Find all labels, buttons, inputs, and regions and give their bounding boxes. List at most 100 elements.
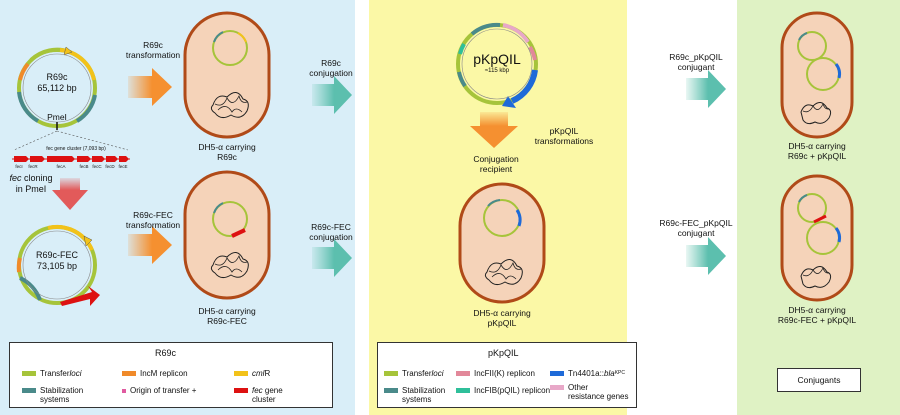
cmlr-swatch (234, 371, 248, 376)
legend-r69c-cmlr-rest: R (264, 369, 271, 378)
legend-pkpqil-stab-line1: Stabilization (402, 386, 446, 395)
cell-r69c-fec-caption-line1: DH5-α carrying (198, 306, 256, 316)
conjugant-arrow-bottom (686, 237, 726, 275)
r69c-fec-plasmid-map (16, 224, 100, 306)
legend-pkpqil-tn-sub: KPC (614, 370, 625, 376)
legend-pkpqil-incfii: IncFII(K) replicon (456, 369, 535, 378)
fec-cluster-label: fec gene cluster (7,093 bp) (46, 146, 106, 152)
conjugation-top-label: R69c conjugation (296, 58, 366, 78)
r69c-plasmid-size: 65,112 bp (37, 83, 77, 93)
legend-pkpqil: pKpQIL Transfer loci IncFII(K) replicon … (377, 342, 637, 408)
transformation-bottom-line1: R69c-FEC (133, 210, 173, 220)
legend-r69c-origin: Origin of transfer + (122, 386, 196, 395)
fec-gene-label-6: fecD (105, 164, 115, 169)
pkpqil-transformation-arrow (470, 112, 518, 148)
legend-pkpqil-tn-italic: bla (604, 369, 615, 378)
r69c-fec-plasmid-name: R69c-FEC (35, 250, 78, 260)
cell-r69c-pkpqil (780, 11, 854, 139)
pkpqil-plasmid-name: pKpQIL (473, 51, 521, 67)
legend-conjugants: Conjugants (777, 368, 861, 392)
cell-r69c (183, 11, 271, 139)
conjugant-bottom-label: R69c-FEC_pKpQIL conjugant (644, 218, 748, 238)
conjugant-top-line1: R69c_pKpQIL (669, 52, 723, 62)
legend-r69c-transfer-italic: loci (69, 369, 82, 378)
legend-r69c-incm: IncM replicon (122, 369, 188, 378)
transformation-bottom-line2: transformation (125, 220, 181, 230)
transformation-arrow-bottom (128, 226, 172, 264)
legend-r69c-fec-rest: gene (262, 386, 283, 395)
conjugant-bottom-line2: conjugant (677, 228, 715, 238)
origin-swatch (122, 389, 126, 393)
legend-r69c-stab-line1: Stabilization (40, 386, 84, 395)
legend-r69c-incm-text: IncM replicon (140, 369, 188, 378)
legend-r69c-transfer: Transfer loci (22, 369, 82, 378)
fec-cloning-arrow (52, 178, 88, 210)
pkpqil-transformation-line2: transformations (534, 136, 594, 146)
cell-r69c-pkpqil-caption-line1: DH5-α carrying (788, 141, 846, 151)
cell-pkpqil-caption-line1: DH5-α carrying (473, 308, 531, 318)
transformation-top-line2: transformation (125, 50, 181, 60)
cell-r69c-caption: DH5-α carrying R69c (192, 142, 262, 162)
fec-swatch (234, 388, 248, 393)
conjugation-arrow-bottom (312, 239, 352, 277)
legend-pkpqil-other-line2: resistance genes (568, 392, 629, 401)
legend-pkpqil-tn-prefix: Tn4401a:: (568, 369, 605, 378)
pkpqil-transformation-line1: pKpQIL (549, 126, 579, 136)
conjugation-bottom-line2: conjugation (309, 232, 353, 242)
r69c-fec-plasmid-size: 73,105 bp (36, 261, 78, 271)
legend-pkpqil-other-line1: Other (568, 383, 589, 392)
cell-r69c-fec-pkpqil-caption: DH5-α carrying R69c-FEC + pKpQIL (766, 305, 868, 325)
pkpqil-plasmid-map (456, 22, 538, 108)
fec-gene-label-3: fecA (56, 164, 66, 169)
fec-gene-label-4: fecB (79, 164, 89, 169)
pk-stab-swatch (384, 388, 398, 393)
legend-pkpqil-transfer-italic: loci (431, 369, 444, 378)
legend-pkpqil-transfer-prefix: Transfer (402, 369, 432, 378)
cell-r69c-pkpqil-caption: DH5-α carrying R69c + pKpQIL (770, 141, 864, 161)
fec-gene-label-7: fecE (118, 164, 128, 169)
cell-r69c-fec-pkpqil (780, 174, 854, 302)
cell-r69c-fec-caption: DH5-α carrying R69c-FEC (192, 306, 262, 326)
conjugant-arrow-top (686, 70, 726, 108)
other-swatch (550, 385, 564, 390)
transformation-top-label: R69c transformation (118, 40, 188, 60)
conjugant-top-line2: conjugant (677, 62, 715, 72)
conjugation-recipient-label: Conjugation recipient (456, 154, 536, 174)
legend-pkpqil-title: pKpQIL (488, 348, 519, 358)
legend-r69c-fec-line2: cluster (252, 395, 276, 404)
incm-swatch (122, 371, 136, 376)
legend-r69c-origin-text: Origin of transfer + (130, 386, 197, 395)
transformation-top-line1: R69c (143, 40, 163, 50)
fec-gene-label-1: fecI (15, 164, 23, 169)
conjugation-arrow-top (312, 76, 352, 114)
conjugation-bottom-line1: R69c-FEC (311, 222, 351, 232)
fec-gene-cluster (12, 130, 130, 162)
legend-conjugants-title: Conjugants (797, 375, 841, 385)
cell-r69c-fec-pkpqil-caption-line2: R69c-FEC + pKpQIL (777, 315, 857, 325)
r69c-plasmid-name: R69c (46, 72, 68, 82)
cell-r69c-caption-line2: R69c (217, 152, 237, 162)
incfib-swatch (456, 388, 470, 393)
conjugant-top-label: R69c_pKpQIL conjugant (650, 52, 742, 72)
pkpqil-transformation-label: pKpQIL transformations (524, 126, 604, 146)
conjugation-recipient-line2: recipient (479, 164, 513, 174)
cell-r69c-fec-pkpqil-caption-line1: DH5-α carrying (788, 305, 846, 315)
stab-swatch (22, 388, 36, 393)
legend-pkpqil-stab-line2: systems (402, 395, 432, 404)
conjugation-top-line2: conjugation (309, 68, 353, 78)
cell-pkpqil (458, 182, 546, 304)
conjugation-bottom-label: R69c-FEC conjugation (296, 222, 366, 242)
legend-r69c-title: R69c (155, 348, 177, 358)
legend-r69c-transfer-prefix: Transfer (40, 369, 70, 378)
r69c-plasmid-map (17, 46, 97, 130)
conjugant-bottom-line1: R69c-FEC_pKpQIL (659, 218, 733, 228)
cell-pkpqil-caption-line2: pKpQIL (487, 318, 517, 328)
